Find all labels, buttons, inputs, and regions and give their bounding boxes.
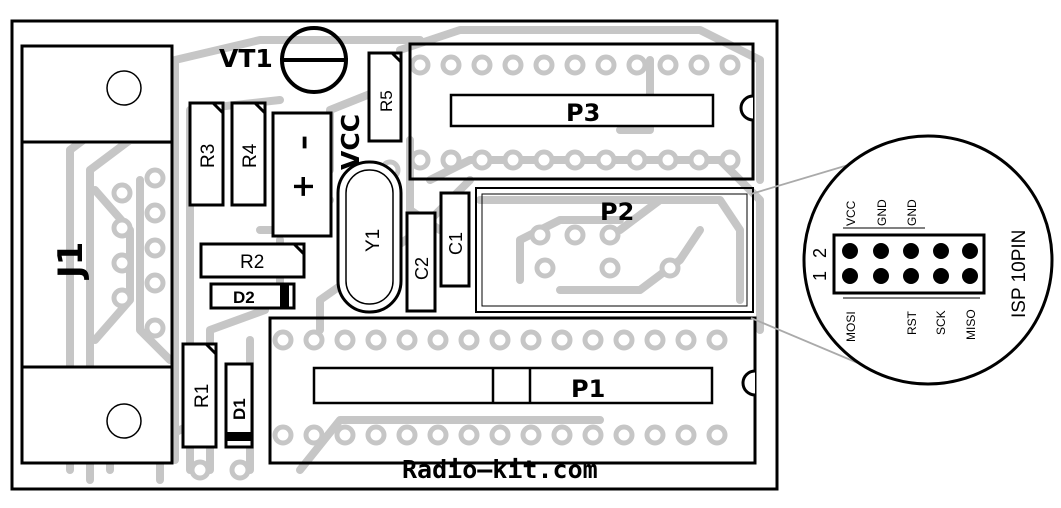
p1-socket: P1 <box>268 316 757 465</box>
c2-label: C2 <box>412 257 432 280</box>
j1-label: J1 <box>51 242 91 280</box>
y1-crystal: Y1 <box>336 160 403 314</box>
r5-resistor: R5 <box>367 51 403 143</box>
r2-label: R2 <box>240 252 264 273</box>
p2-label: P2 <box>600 198 634 226</box>
r3-resistor: R3 <box>188 101 225 207</box>
r1-resistor: R1 <box>181 342 218 449</box>
isp-header-outline <box>832 233 986 295</box>
isp-magnifier-circle <box>802 134 1054 386</box>
r1-label: R1 <box>192 384 213 408</box>
site-label: Radio–kit.com <box>402 455 598 484</box>
y1-label: Y1 <box>363 229 384 252</box>
copper-pads <box>111 54 741 481</box>
isp-label-rst: RST <box>905 310 919 335</box>
r4-label: R4 <box>240 143 261 168</box>
vt1-label: VT1 <box>219 44 273 73</box>
c1-capacitor: C1 <box>439 191 471 288</box>
p2-socket: P2 <box>475 187 754 313</box>
vt1-transistor: VT1 <box>219 26 349 94</box>
isp-label-sck: SCK <box>934 310 948 335</box>
p3-socket: P3 <box>408 42 755 181</box>
r5-label: R5 <box>377 90 396 112</box>
isp-label-gnd-2: GND <box>905 199 919 226</box>
isp-label-vcc: VCC <box>844 200 858 226</box>
c2-capacitor: C2 <box>405 211 437 313</box>
p3-label: P3 <box>566 99 600 127</box>
isp-label-mosi: MOSI <box>844 311 858 342</box>
isp-title: ISP 10PIN <box>1009 230 1030 318</box>
r3-label: R3 <box>198 144 219 168</box>
mounting-hole <box>106 403 142 439</box>
electrolytic-capacitor: – + VCC <box>271 111 365 238</box>
isp-label-gnd-1: GND <box>875 199 889 226</box>
isp-pin2-label: 2 <box>810 248 830 258</box>
r4-resistor: R4 <box>230 101 267 207</box>
isp-label-miso: MISO <box>964 309 978 340</box>
cap-plus-label: + <box>286 174 321 199</box>
cap-minus-label: – <box>286 135 321 150</box>
r2-resistor: R2 <box>199 242 306 279</box>
d2-diode: D2 <box>209 282 296 310</box>
d1-diode: D1 <box>224 362 254 449</box>
j1-connector: J1 <box>20 44 174 465</box>
mounting-hole <box>106 70 142 106</box>
p1-label: P1 <box>571 375 605 403</box>
c1-label: C1 <box>446 232 466 255</box>
d2-label: D2 <box>233 288 255 307</box>
d1-label: D1 <box>230 398 249 420</box>
isp-pin1-label: 1 <box>810 271 830 281</box>
isp-pins <box>842 243 978 284</box>
vcc-label: VCC <box>336 114 365 170</box>
isp-callout: 2 1 VCC GND GND MOSI RST SCK MISO ISP 10… <box>750 134 1054 386</box>
